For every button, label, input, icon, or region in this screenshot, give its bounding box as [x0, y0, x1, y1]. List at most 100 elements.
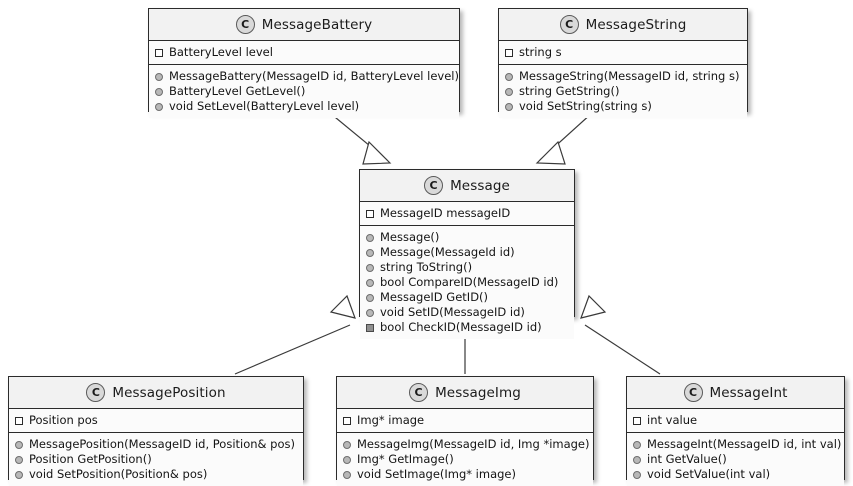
public-method-marker-icon [343, 455, 351, 464]
method-label: void SetPosition(Position& pos) [29, 467, 208, 481]
method-row: MessageInt(MessageID id, int val) [627, 437, 844, 452]
method-label: string ToString() [380, 260, 473, 274]
methods-compartment-message-string: MessageString(MessageID id, string s)str… [499, 65, 747, 118]
methods-compartment-message-img: MessageImg(MessageID id, Img *image)Img*… [337, 433, 593, 486]
class-title-message-string: MessageString [585, 16, 687, 33]
edge-messageint-to-message [584, 324, 661, 375]
fields-compartment-message-int: int value [627, 409, 844, 433]
method-label: MessageBattery(MessageID id, BatteryLeve… [169, 69, 459, 83]
method-row: Img* GetImage() [337, 452, 593, 467]
method-row: void SetID(MessageID id) [360, 305, 574, 320]
public-method-marker-icon [633, 455, 641, 464]
protected-method-marker-icon [366, 323, 374, 332]
private-field-marker-icon [15, 416, 23, 425]
public-method-marker-icon [15, 470, 23, 479]
class-stereotype-icon: C [86, 383, 106, 402]
class-title-message-img: MessageImg [435, 384, 521, 401]
class-header-message-position: C MessagePosition [9, 377, 303, 409]
fields-compartment-message-img: Img* image [337, 409, 593, 433]
private-field-marker-icon [633, 416, 641, 425]
public-method-marker-icon [366, 263, 374, 272]
method-row: bool CheckID(MessageID id) [360, 320, 574, 335]
arrowhead-generalization-messageposition [329, 294, 356, 319]
public-method-marker-icon [505, 72, 513, 81]
class-header-message-img: C MessageImg [337, 377, 593, 409]
field-label: Position pos [29, 413, 98, 427]
edge-messageposition-to-message [234, 324, 351, 375]
public-method-marker-icon [505, 102, 513, 111]
methods-compartment-message-position: MessagePosition(MessageID id, Position& … [9, 433, 303, 486]
uml-class-message-string[interactable]: C MessageString string s MessageString(Mess… [498, 8, 748, 118]
private-field-marker-icon [505, 48, 513, 57]
methods-compartment-message-battery: MessageBattery(MessageID id, BatteryLeve… [149, 65, 459, 118]
class-header-message-string: C MessageString [499, 9, 747, 41]
public-method-marker-icon [366, 293, 374, 302]
field-label: Img* image [357, 413, 425, 427]
method-label: void SetImage(Img* image) [357, 467, 516, 481]
public-method-marker-icon [155, 102, 163, 111]
class-title-message: Message [450, 177, 510, 194]
public-method-marker-icon [155, 72, 163, 81]
method-label: void SetValue(int val) [647, 467, 771, 481]
class-stereotype-icon: C [235, 15, 255, 34]
class-title-message-position: MessagePosition [112, 384, 226, 401]
field-row: BatteryLevel level [149, 45, 459, 60]
methods-compartment-message: Message()Message(MessageId id)string ToS… [360, 226, 574, 339]
method-label: Img* GetImage() [357, 452, 454, 466]
private-field-marker-icon [155, 48, 163, 57]
class-header-message-int: C MessageInt [627, 377, 844, 409]
public-method-marker-icon [633, 440, 641, 449]
field-row: string s [499, 45, 747, 60]
method-row: void SetPosition(Position& pos) [9, 467, 303, 482]
method-row: MessagePosition(MessageID id, Position& … [9, 437, 303, 452]
method-row: Message() [360, 230, 574, 245]
class-stereotype-icon: C [424, 176, 444, 195]
public-method-marker-icon [343, 470, 351, 479]
class-stereotype-icon: C [559, 15, 579, 34]
method-label: MessageString(MessageID id, string s) [519, 69, 740, 83]
field-row: Img* image [337, 413, 593, 428]
class-stereotype-icon: C [683, 383, 703, 402]
arrowhead-generalization-messagebattery [362, 140, 392, 165]
method-row: MessageBattery(MessageID id, BatteryLeve… [149, 69, 459, 84]
public-method-marker-icon [366, 233, 374, 242]
class-title-message-int: MessageInt [709, 384, 788, 401]
field-label: string s [519, 45, 562, 59]
public-method-marker-icon [366, 278, 374, 287]
method-label: Message(MessageId id) [380, 245, 515, 259]
method-row: void SetString(string s) [499, 99, 747, 114]
method-label: bool CheckID(MessageID id) [380, 320, 542, 334]
method-label: void SetID(MessageID id) [380, 305, 525, 319]
method-label: string GetString() [519, 84, 620, 98]
method-row: MessageID GetID() [360, 290, 574, 305]
method-row: BatteryLevel GetLevel() [149, 84, 459, 99]
method-label: MessageID GetID() [380, 290, 489, 304]
field-label: MessageID messageID [380, 206, 511, 220]
method-label: MessageInt(MessageID id, int val) [647, 437, 842, 451]
method-label: MessageImg(MessageID id, Img *image) [357, 437, 590, 451]
method-row: Position GetPosition() [9, 452, 303, 467]
field-row: Position pos [9, 413, 303, 428]
edge-messagestring-to-message [539, 112, 593, 161]
public-method-marker-icon [15, 440, 23, 449]
private-field-marker-icon [366, 209, 374, 218]
fields-compartment-message: MessageID messageID [360, 202, 574, 226]
method-label: void SetString(string s) [519, 99, 652, 113]
method-row: bool CompareID(MessageID id) [360, 275, 574, 290]
public-method-marker-icon [343, 440, 351, 449]
method-row: MessageString(MessageID id, string s) [499, 69, 747, 84]
public-method-marker-icon [366, 308, 374, 317]
method-label: Message() [380, 230, 440, 244]
method-row: void SetImage(Img* image) [337, 467, 593, 482]
methods-compartment-message-int: MessageInt(MessageID id, int val)int Get… [627, 433, 844, 486]
public-method-marker-icon [505, 87, 513, 96]
class-stereotype-icon: C [409, 383, 429, 402]
field-row: MessageID messageID [360, 206, 574, 221]
